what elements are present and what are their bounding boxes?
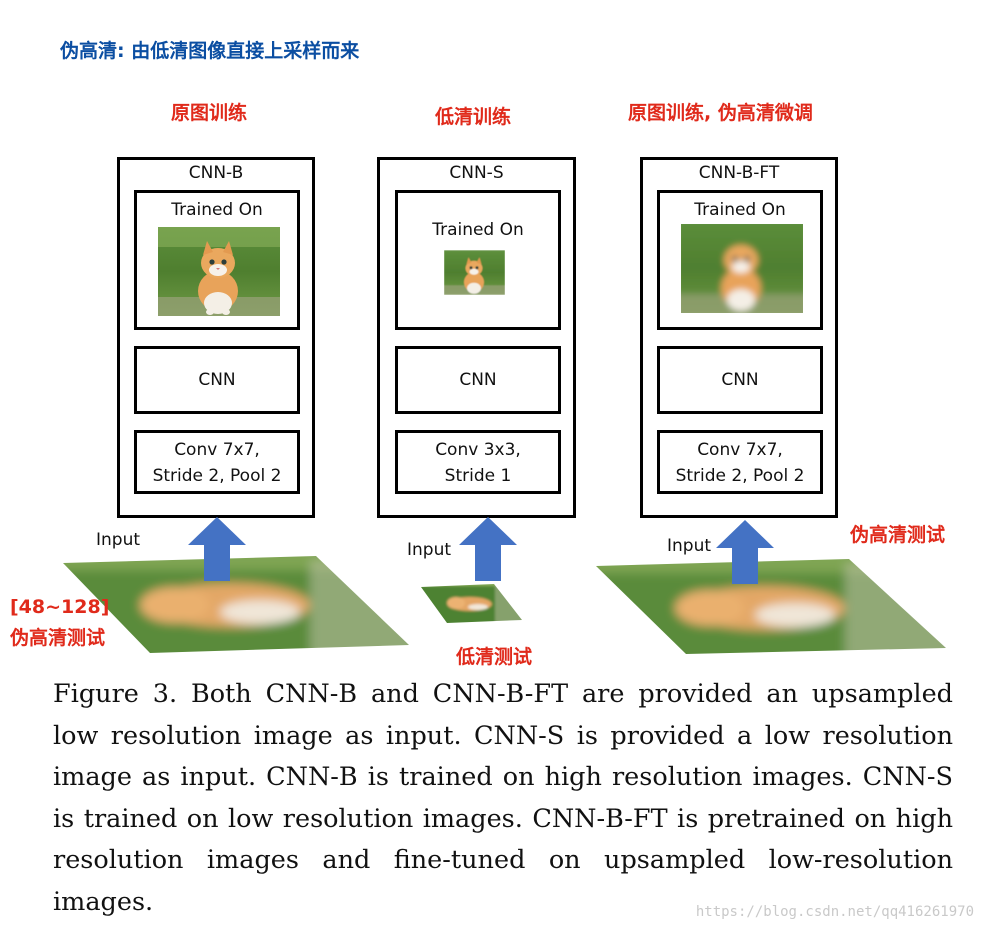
column-title-cnn-b: 原图训练 <box>171 102 248 124</box>
kitten-image-blurred <box>681 224 803 313</box>
cnn-s-model-name: CNN-S <box>449 163 504 183</box>
cnn-s-cnn-label: CNN <box>459 370 497 390</box>
watermark: https://blog.csdn.net/qq416261970 <box>695 904 974 920</box>
column-title-cnn-s: 低清训练 <box>435 106 512 128</box>
pseudo-hd-test-left: 伪高清测试 <box>10 627 106 649</box>
cnn-b-cnn-label: CNN <box>198 370 236 390</box>
cnn-b-ft-model-box: CNN-B-FT Trained On CNN Conv 7x7, Strid <box>640 157 838 518</box>
cnn-b-ft-conv-line1: Conv 7x7, <box>697 440 783 460</box>
cnn-s-up-arrow <box>459 517 517 581</box>
cnn-s-trained-on-label: Trained On <box>432 220 524 240</box>
cnn-s-model-box: CNN-S Trained On CNN <box>377 157 576 518</box>
cnn-s-input-image <box>421 584 522 623</box>
kitten-image-sharp <box>158 227 280 316</box>
cnn-b-ft-up-arrow <box>716 520 774 584</box>
pseudo-hd-test-right: 伪高清测试 <box>850 524 946 546</box>
cnn-b-conv-line1: Conv 7x7, <box>174 440 260 460</box>
kitten-image-small <box>444 250 505 295</box>
range-annotation: [48~128] <box>10 596 110 618</box>
cnn-b-ft-input-image <box>596 559 946 654</box>
cnn-s-conv-box: Conv 3x3, Stride 1 <box>395 430 561 494</box>
cnn-b-ft-conv-line2: Stride 2, Pool 2 <box>675 466 805 486</box>
cnn-b-trained-on-label: Trained On <box>171 200 263 220</box>
cnn-b-ft-input-label: Input <box>667 536 712 556</box>
cnn-b-up-arrow <box>188 517 246 581</box>
cnn-b-ft-model-name: CNN-B-FT <box>698 163 780 183</box>
column-title-cnn-b-ft: 原图训练, 伪高清微调 <box>628 102 813 124</box>
low-res-test-annotation: 低清测试 <box>456 646 533 668</box>
cnn-s-trained-on-box: Trained On <box>395 190 561 330</box>
cnn-b-trained-on-box: Trained On <box>134 190 300 330</box>
cnn-b-ft-cnn-box: CNN <box>657 346 823 414</box>
cnn-s-conv-line1: Conv 3x3, <box>435 440 521 460</box>
cnn-s-input-label: Input <box>407 540 452 560</box>
cnn-b-conv-box: Conv 7x7, Stride 2, Pool 2 <box>134 430 300 494</box>
cnn-b-ft-trained-on-box: Trained On <box>657 190 823 330</box>
cnn-b-ft-trained-on-label: Trained On <box>694 200 786 220</box>
input-layer <box>63 517 946 654</box>
figure-caption: Figure 3. Both CNN-B and CNN-B-FT are pr… <box>53 679 953 917</box>
cnn-b-conv-line2: Stride 2, Pool 2 <box>152 466 282 486</box>
cnn-b-model-name: CNN-B <box>188 163 244 183</box>
cnn-b-model-box: CNN-B Trained On CNN Co <box>117 157 315 518</box>
cnn-b-cnn-box: CNN <box>134 346 300 414</box>
cnn-s-cnn-box: CNN <box>395 346 561 414</box>
cnn-s-conv-line2: Stride 1 <box>444 466 512 486</box>
header-note: 伪高清: 由低清图像直接上采样而来 <box>60 40 360 62</box>
cnn-b-ft-conv-box: Conv 7x7, Stride 2, Pool 2 <box>657 430 823 494</box>
cnn-b-input-label: Input <box>96 530 141 550</box>
cnn-b-ft-cnn-label: CNN <box>721 370 759 390</box>
